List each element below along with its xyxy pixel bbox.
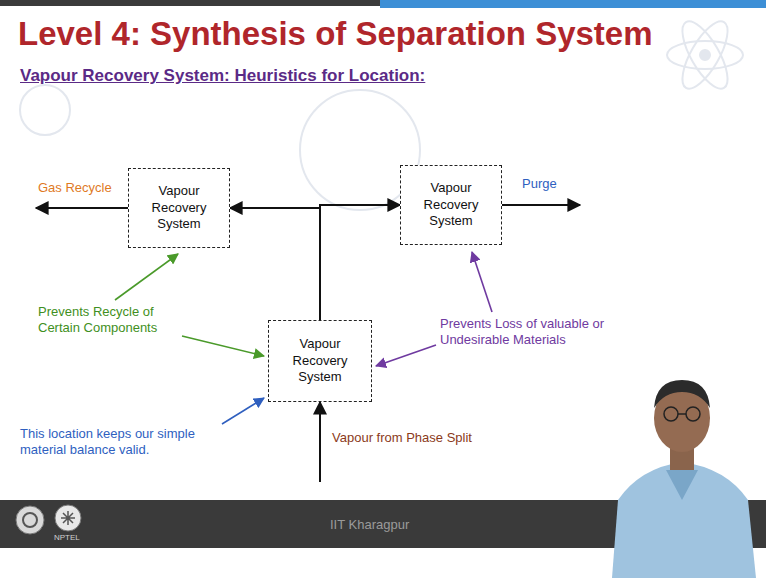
process-box: Vapour Recovery System [400, 165, 502, 245]
top-bar [380, 0, 766, 8]
gas-recycle-arrow [36, 207, 128, 209]
box-text: Vapour Recovery System [137, 183, 221, 234]
slide-title: Level 4: Synthesis of Separation System [18, 14, 653, 54]
leader-line [182, 336, 264, 356]
flow-connector [320, 205, 400, 320]
logo [23, 513, 37, 527]
box-text: Vapour Recovery System [409, 180, 493, 231]
top-bar [0, 0, 380, 6]
subtitle: Vapour Recovery System: Heuristics for L… [20, 66, 425, 86]
presenter [612, 380, 756, 578]
leader-line [115, 254, 178, 300]
logo [16, 506, 44, 534]
stream-label: Gas Recycle [38, 180, 112, 196]
box-text: Vapour Recovery System [277, 336, 363, 387]
logo [55, 505, 81, 531]
purge-arrow [502, 204, 580, 206]
heuristic-note: This location keeps our simple material … [20, 426, 225, 457]
feed-arrow [319, 402, 321, 482]
process-box: Vapour Recovery System [128, 168, 230, 248]
logo-caption: NPTEL [54, 533, 80, 543]
logo [61, 511, 75, 525]
heuristic-note: Prevents Loss of valuable or Undesirable… [440, 316, 630, 347]
stream-label: Vapour from Phase Split [332, 430, 472, 446]
leader-line [472, 252, 492, 312]
process-box: Vapour Recovery System [268, 320, 372, 402]
leader-line [222, 398, 264, 424]
leader-line [376, 345, 436, 366]
footer-watermark: IIT Kharagpur [330, 517, 409, 533]
flow-connector [230, 208, 320, 320]
stream-label: Purge [522, 176, 557, 192]
heuristic-note: Prevents Recycle of Certain Components [38, 304, 180, 335]
